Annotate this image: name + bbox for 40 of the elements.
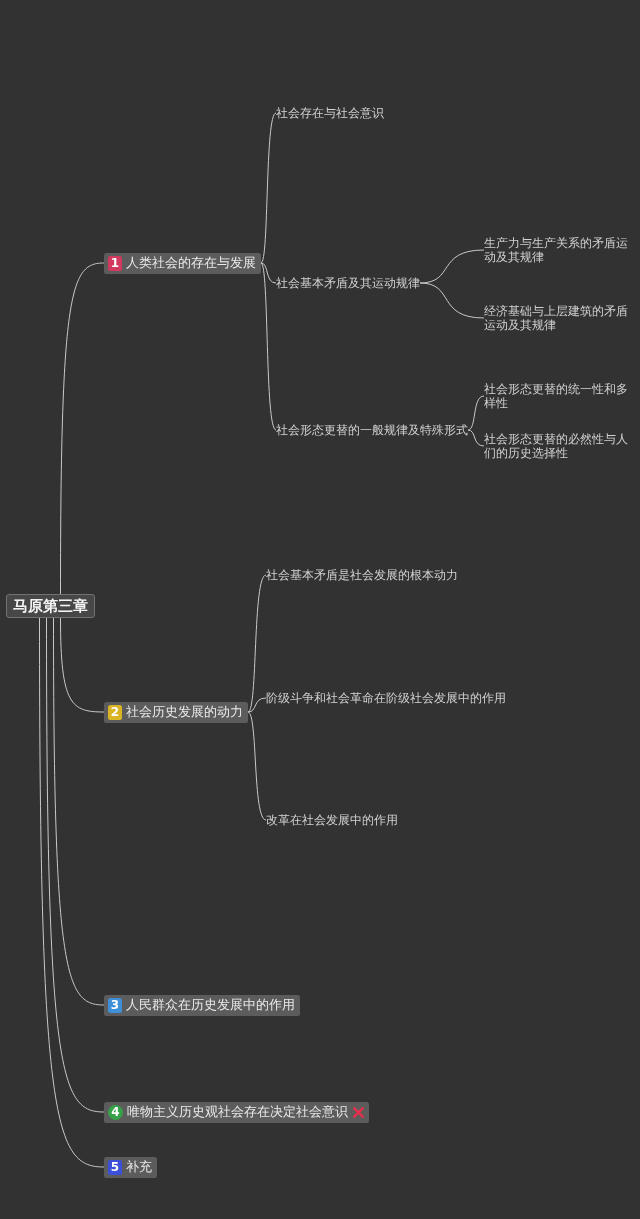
subtopic-text: 社会基本矛盾及其运动规律 <box>276 276 420 290</box>
main-topic-title: 社会历史发展的动力 <box>126 704 243 720</box>
number-marker: 1 <box>108 255 122 271</box>
connector-line <box>467 395 485 431</box>
connector-line <box>260 262 277 284</box>
subtopic-text: 社会形态更替的必然性与人们的历史选择性 <box>484 432 634 460</box>
connector-line <box>260 262 277 431</box>
number-marker: 4 <box>108 1104 123 1120</box>
connector-line <box>260 112 277 264</box>
subtopic-text: 社会形态更替的一般规律及特殊形式 <box>276 423 468 437</box>
connector-line <box>247 697 267 713</box>
connector-line <box>39 617 105 1168</box>
main-topic-title: 人类社会的存在与发展 <box>126 255 256 271</box>
number-marker: 2 <box>108 704 122 720</box>
subtopic-text: 经济基础与上层建筑的矛盾运动及其规律 <box>484 304 634 332</box>
main-topic-title: 补充 <box>126 1159 152 1175</box>
connector-line <box>60 617 105 713</box>
main-topic-box <box>104 1101 369 1123</box>
connector-line <box>467 429 485 447</box>
subtopic-text: 社会形态更替的统一性和多样性 <box>484 382 634 410</box>
main-topic-title: 人民群众在历史发展中的作用 <box>126 997 295 1013</box>
number-marker: 5 <box>108 1159 122 1175</box>
main-topic-box <box>104 994 300 1016</box>
subtopic-text: 社会存在与社会意识 <box>276 106 384 120</box>
connector-line <box>60 262 105 595</box>
main-topic-title: 唯物主义历史观社会存在决定社会意识 <box>127 1104 348 1120</box>
connector-line <box>419 282 485 319</box>
subtopic-text: 社会基本矛盾是社会发展的根本动力 <box>266 568 458 582</box>
central-topic: 马原第三章 <box>6 594 95 618</box>
subtopic-text: 改革在社会发展中的作用 <box>266 813 398 827</box>
connector-line <box>46 617 105 1113</box>
subtopic-text: 阶级斗争和社会革命在阶级社会发展中的作用 <box>266 691 506 705</box>
main-topic-box <box>104 252 261 274</box>
connector-line <box>247 574 267 713</box>
main-topic-box <box>104 701 248 723</box>
connector-line <box>247 711 267 821</box>
number-marker: 3 <box>108 997 122 1013</box>
main-topic-box <box>104 1156 157 1178</box>
connector-line <box>53 617 105 1006</box>
subtopic-text: 生产力与生产关系的矛盾运动及其规律 <box>484 236 634 264</box>
